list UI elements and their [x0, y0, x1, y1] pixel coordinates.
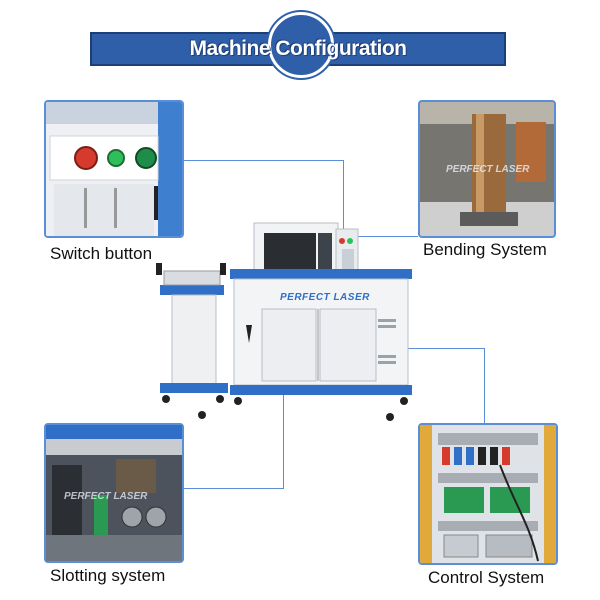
connector-switch-h	[183, 160, 343, 161]
red-switch-icon	[74, 146, 98, 170]
connector-control-h	[334, 348, 484, 349]
slotting-system-photo: PERFECT LASER	[44, 423, 184, 563]
control-system-label: Control System	[428, 568, 545, 587]
connector-slotting-h	[184, 488, 284, 489]
bending-watermark: PERFECT LASER	[446, 164, 530, 175]
dark-green-switch-icon	[135, 147, 157, 169]
slotting-system-label: Slotting system	[50, 566, 166, 585]
switch-panel-illustration	[46, 102, 182, 236]
title-banner-ring	[268, 12, 334, 78]
switch-button-label: Switch button	[50, 244, 153, 263]
bending-system-label: Bending System	[423, 240, 547, 259]
slotting-system-illustration	[46, 425, 182, 561]
connector-switch-v	[343, 160, 344, 230]
machine-brand-logo: PERFECT LASER	[280, 292, 370, 303]
bending-system-illustration	[420, 102, 554, 236]
switch-button-photo	[44, 100, 184, 238]
control-system-illustration	[420, 425, 556, 563]
page-title: Machine Configuration	[189, 37, 408, 60]
slotting-watermark: PERFECT LASER	[64, 491, 148, 502]
control-system-photo	[418, 423, 558, 565]
connector-control-v	[484, 348, 485, 424]
connector-bending-h	[346, 236, 418, 237]
green-switch-icon	[107, 149, 125, 167]
machine-illustration	[156, 222, 412, 421]
bending-system-photo: PERFECT LASER	[418, 100, 556, 238]
